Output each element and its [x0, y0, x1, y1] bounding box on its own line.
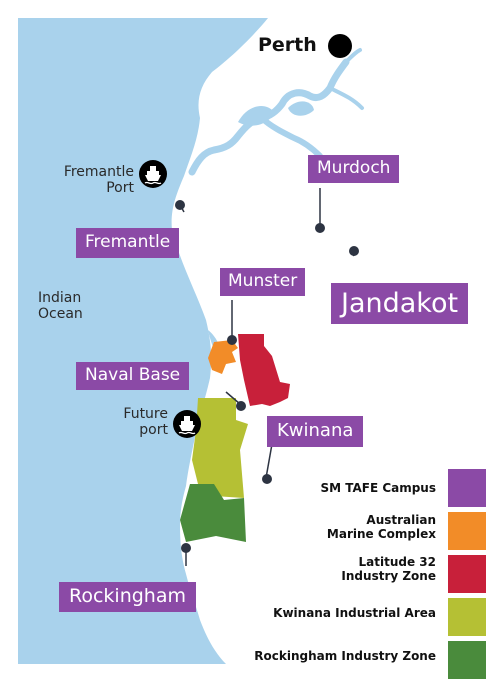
place-label-indian-ocean: Indian Ocean: [38, 290, 83, 323]
campus-label-jandakot[interactable]: Jandakot: [331, 283, 469, 325]
legend-label-sm-tafe-campus: SM TAFE Campus: [320, 481, 436, 495]
marker-naval-base[interactable]: [236, 401, 246, 411]
river-branch: [328, 48, 364, 110]
city-label-perth: Perth: [258, 34, 317, 56]
ship-icon: [173, 410, 201, 438]
campus-label-fremantle[interactable]: Fremantle: [76, 228, 180, 258]
ship-icon: [139, 160, 167, 188]
kwinana-industrial-area: [192, 398, 248, 498]
campus-label-murdoch[interactable]: Murdoch: [308, 155, 400, 183]
campus-label-kwinana[interactable]: Kwinana: [267, 416, 364, 447]
campus-label-rockingham[interactable]: Rockingham: [59, 582, 196, 612]
legend-swatch-kwinana-industrial-area: [448, 598, 486, 636]
marker-munster[interactable]: [227, 335, 237, 345]
canning-river: [259, 115, 323, 159]
campus-label-munster[interactable]: Munster: [220, 268, 306, 296]
legend-label-latitude-32-industry-zone: Latitude 32 Industry Zone: [341, 555, 436, 583]
river-lake-1: [238, 106, 274, 126]
rockingham-industry-zone: [180, 484, 246, 542]
legend-swatch-sm-tafe-campus: [448, 469, 486, 507]
marker-fremantle[interactable]: [175, 200, 185, 210]
legend-label-rockingham-industry-zone: Rockingham Industry Zone: [254, 649, 436, 663]
place-label-future-port: Future port: [123, 406, 168, 439]
place-label-fremantle-port: Fremantle Port: [63, 164, 134, 197]
legend-label-kwinana-industrial-area: Kwinana Industrial Area: [273, 606, 436, 620]
legend-swatch-latitude-32-industry-zone: [448, 555, 486, 593]
river-lake-2: [288, 101, 314, 116]
legend-label-australian-marine-complex: Australian Marine Complex: [326, 513, 436, 541]
ocean: [18, 18, 268, 664]
australian-marine-complex: [208, 340, 238, 374]
marker-kwinana[interactable]: [262, 474, 272, 484]
legend-swatch-australian-marine-complex: [448, 512, 486, 550]
legend-swatch-rockingham-industry-zone: [448, 641, 486, 679]
marker-jandakot[interactable]: [349, 246, 359, 256]
latitude-32-industry-zone: [238, 334, 290, 406]
marker-rockingham[interactable]: [181, 543, 191, 553]
campus-label-naval-base[interactable]: Naval Base: [76, 362, 190, 390]
city-dot-icon[interactable]: [328, 34, 352, 58]
marker-murdoch[interactable]: [315, 223, 325, 233]
